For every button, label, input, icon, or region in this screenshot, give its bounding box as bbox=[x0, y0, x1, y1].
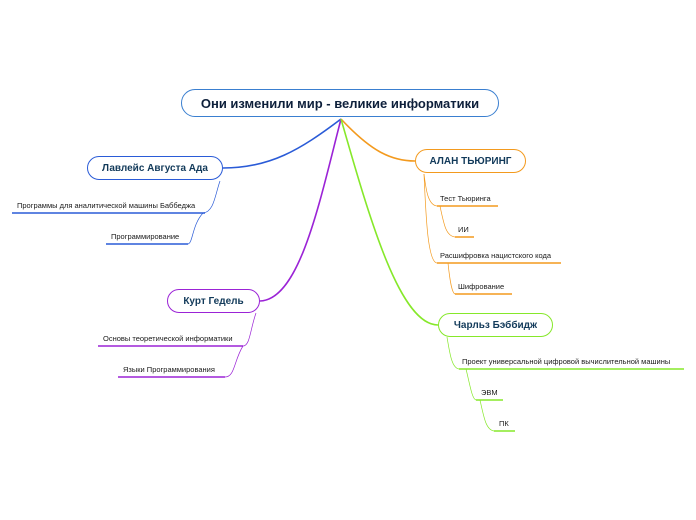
topic-turing[interactable]: АЛАН ТЬЮРИНГ bbox=[415, 149, 526, 173]
connector-godel-2 bbox=[224, 345, 244, 378]
connector-turing-4 bbox=[447, 262, 456, 295]
subtopic-turing-code-breaking[interactable]: Расшифровка нацистского кода bbox=[440, 251, 552, 260]
connector-babbage-2 bbox=[465, 368, 477, 401]
topic-babbage[interactable]: Чарльз Бэббидж bbox=[438, 313, 553, 337]
subtopic-turing-ai[interactable]: ИИ bbox=[458, 225, 469, 234]
connector-turing-1 bbox=[423, 173, 438, 207]
subtopic-godel-programming-languages[interactable]: Языки Программирования bbox=[123, 365, 215, 374]
connector-babbage-1 bbox=[446, 336, 460, 370]
topic-lovelace[interactable]: Лавлейс Августа Ада bbox=[87, 156, 223, 180]
branch-babbage bbox=[340, 118, 439, 326]
subtopic-babbage-universal-machine[interactable]: Проект универсальной цифровой вычислител… bbox=[462, 357, 671, 366]
connector-babbage-3 bbox=[479, 399, 495, 432]
topic-godel[interactable]: Курт Гедель bbox=[167, 289, 260, 313]
subtopic-lovelace-analytical-programs[interactable]: Программы для аналитической машины Баббе… bbox=[17, 201, 196, 210]
subtopic-turing-encryption[interactable]: Шифрование bbox=[458, 282, 505, 291]
subtopic-godel-theory-foundations[interactable]: Основы теоретической информатики bbox=[103, 334, 233, 343]
subtopic-babbage-pc[interactable]: ПК bbox=[499, 419, 509, 428]
connector-lovelace-1 bbox=[202, 180, 221, 214]
branch-lovelace bbox=[222, 118, 342, 169]
connector-turing-2 bbox=[439, 205, 456, 238]
subtopic-lovelace-programming[interactable]: Программирование bbox=[111, 232, 180, 241]
branch-turing bbox=[340, 118, 416, 162]
root-topic[interactable]: Они изменили мир - великие информатики bbox=[181, 89, 499, 117]
subtopic-babbage-computer[interactable]: ЭВМ bbox=[481, 388, 498, 397]
connector-lovelace-2 bbox=[187, 212, 204, 245]
connector-godel-1 bbox=[242, 312, 257, 347]
connector-turing-3 bbox=[423, 173, 438, 264]
branch-godel bbox=[259, 118, 342, 302]
subtopic-turing-test[interactable]: Тест Тьюринга bbox=[440, 194, 491, 203]
